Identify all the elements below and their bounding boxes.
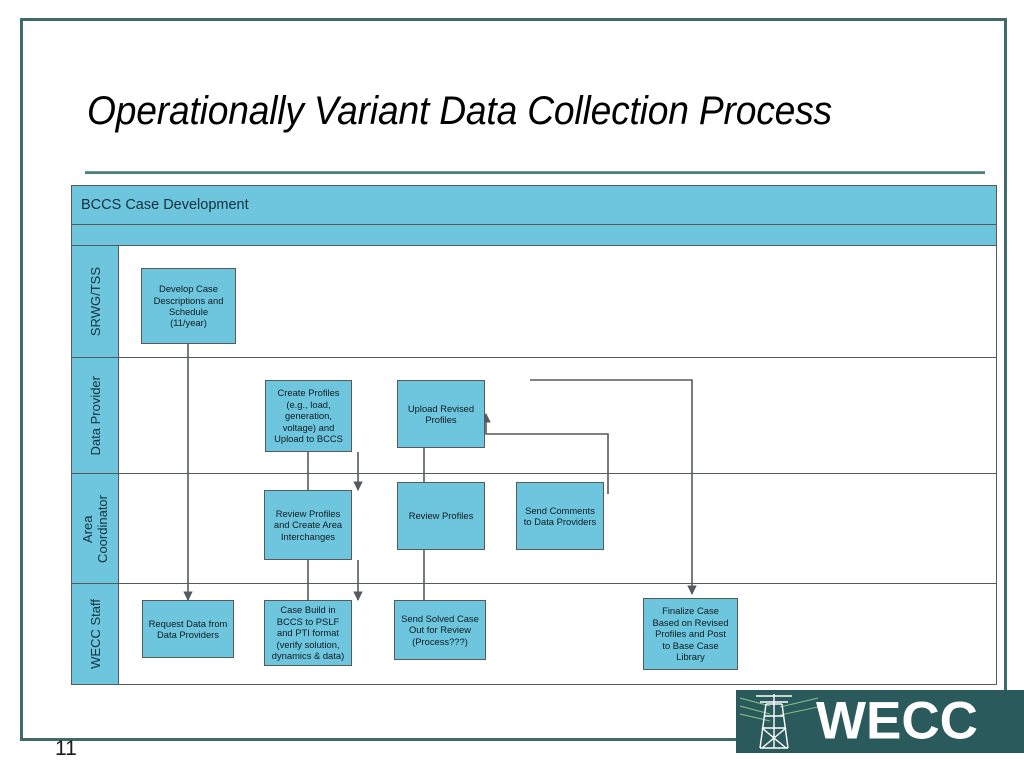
node-case-build-in-bccs[interactable]: Case Build in BCCS to PSLF and PTI forma…: [264, 600, 352, 666]
lane-header-wecc-staff: WECC Staff: [72, 584, 119, 684]
node-finalize-case[interactable]: Finalize Case Based on Revised Profiles …: [643, 598, 738, 670]
title-divider: [85, 171, 985, 174]
wecc-logo: WECC: [736, 690, 1024, 753]
lane-label-srwg-tss: SRWG/TSS: [87, 266, 103, 337]
lane-label-data-provider: Data Provider: [87, 375, 103, 456]
lane-header-srwg-tss: SRWG/TSS: [72, 246, 119, 357]
pool-title: BCCS Case Development: [72, 186, 996, 225]
transmission-tower-icon: [740, 694, 818, 749]
node-create-profiles[interactable]: Create Profiles (e.g., load, generation,…: [265, 380, 352, 452]
page-title: Operationally Variant Data Collection Pr…: [87, 89, 832, 133]
node-request-data-from-data-providers[interactable]: Request Data from Data Providers: [142, 600, 234, 658]
page-number: 11: [55, 737, 77, 760]
node-review-profiles[interactable]: Review Profiles: [397, 482, 485, 550]
lane-header-data-provider: Data Provider: [72, 358, 119, 473]
node-send-comments-to-data-providers[interactable]: Send Comments to Data Providers: [516, 482, 604, 550]
node-review-profiles-create-area-interchanges[interactable]: Review Profiles and Create Area Intercha…: [264, 490, 352, 560]
lane-header-area-coordinator: Area Coordinator: [72, 474, 119, 583]
lane-data-provider: Data Provider: [72, 358, 996, 474]
slide-frame: Operationally Variant Data Collection Pr…: [20, 18, 1007, 760]
node-upload-revised-profiles[interactable]: Upload Revised Profiles: [397, 380, 485, 448]
lane-label-wecc-staff: WECC Staff: [87, 599, 103, 669]
lane-srwg-tss: SRWG/TSS: [72, 246, 996, 358]
node-develop-case-descriptions[interactable]: Develop Case Descriptions and Schedule (…: [141, 268, 236, 344]
swimlane-diagram: BCCS Case Development SRWG/TSS Data Prov…: [71, 185, 997, 685]
pool-title-label: BCCS Case Development: [81, 197, 249, 213]
pool-sub-band: [72, 225, 996, 246]
node-send-solved-case-out-for-review[interactable]: Send Solved Case Out for Review (Process…: [394, 600, 486, 660]
lane-wecc-staff: WECC Staff: [72, 584, 996, 684]
wecc-wordmark: WECC: [816, 690, 978, 750]
lane-label-area-coordinator: Area Coordinator: [80, 494, 110, 563]
